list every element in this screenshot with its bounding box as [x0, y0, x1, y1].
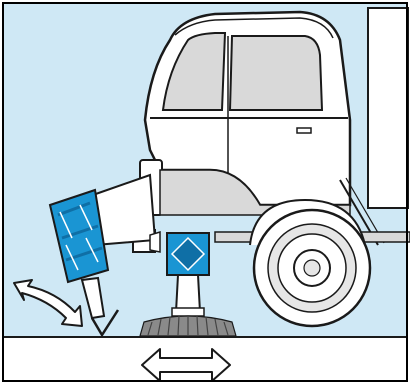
front-wheel	[250, 200, 370, 326]
cargo-box	[368, 8, 408, 208]
center-brush-post	[176, 275, 200, 312]
door-handle	[297, 128, 311, 133]
side-window	[230, 36, 322, 110]
